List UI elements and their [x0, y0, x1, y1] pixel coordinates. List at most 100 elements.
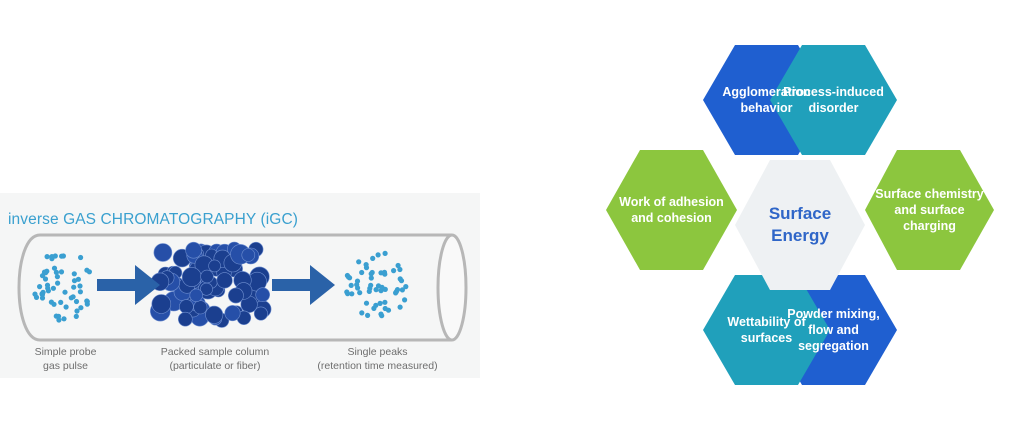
single-peaks-dots [344, 250, 409, 319]
gas-dot [344, 289, 350, 295]
gas-dot [365, 312, 371, 318]
sample-sphere [227, 287, 244, 304]
gas-dot [44, 254, 50, 260]
gas-dot [363, 265, 370, 271]
gas-dot [397, 304, 403, 310]
gas-dot [42, 276, 49, 282]
hex-wettability [703, 275, 830, 385]
gas-dot [58, 299, 64, 305]
probe-gas-dots [32, 253, 92, 323]
gas-dot [59, 253, 65, 259]
column-tube [17, 233, 452, 342]
gas-dot [382, 286, 388, 292]
gas-dot [399, 287, 405, 293]
gas-dot [73, 313, 79, 319]
gas-dot [363, 300, 370, 306]
sample-sphere [241, 248, 256, 262]
gas-dot [382, 299, 388, 305]
gas-dot [391, 268, 397, 274]
gas-dot [50, 285, 57, 291]
gas-dot [394, 287, 401, 293]
gas-dot [385, 307, 392, 313]
caption-probe-pulse: Simple probe gas pulse [34, 346, 97, 372]
gas-dot [397, 266, 403, 273]
sample-sphere [193, 300, 208, 315]
gas-dot [356, 259, 362, 265]
gas-dot [344, 272, 350, 279]
gas-dot [349, 291, 355, 297]
gas-dot [359, 310, 365, 316]
gas-dot [54, 274, 61, 280]
caption-packed-column: Packed sample column (particulate or fib… [160, 346, 270, 372]
sample-sphere [253, 306, 268, 321]
sample-sphere [178, 311, 193, 327]
gas-dot [378, 311, 384, 317]
sample-sphere [200, 269, 214, 284]
arrow-right-icon-1 [97, 265, 160, 305]
hex-process-induced [770, 45, 897, 155]
gas-dot [58, 269, 65, 275]
gas-dot [78, 254, 84, 261]
gas-dot [53, 269, 60, 275]
gas-dot [382, 250, 388, 256]
gas-dot [84, 267, 90, 273]
sample-sphere [255, 287, 271, 302]
gas-dot [40, 289, 46, 295]
sample-sphere [151, 294, 172, 314]
gas-dot [71, 278, 78, 284]
gas-dot [375, 283, 382, 289]
gas-dot [55, 280, 61, 286]
gas-dot [56, 317, 62, 323]
gas-dot [381, 269, 388, 275]
gas-dot [37, 284, 43, 290]
caption-single-peaks: Single peaks (retention time measured) [317, 346, 438, 372]
gas-dot [75, 276, 81, 282]
gas-dot [71, 271, 77, 277]
gas-dot [377, 300, 383, 306]
gas-dot [32, 291, 38, 297]
gas-dot [84, 301, 90, 307]
gas-dot [369, 269, 375, 276]
gas-dot [78, 305, 84, 311]
gas-dot [373, 287, 379, 293]
gas-dot [354, 282, 360, 288]
gas-dot [403, 284, 409, 290]
column-end [436, 233, 468, 342]
gas-dot [375, 252, 381, 258]
gas-dot [52, 253, 58, 259]
gas-dot [367, 285, 373, 291]
gas-dot [62, 289, 68, 295]
gas-dot [370, 255, 376, 261]
gas-dot [373, 302, 379, 308]
gas-dot [74, 308, 80, 314]
gas-dot [397, 276, 403, 282]
gas-dot [395, 262, 401, 269]
gas-dot [71, 284, 77, 290]
gas-dot [68, 295, 74, 301]
sample-sphere [205, 305, 224, 324]
gas-dot [61, 316, 67, 322]
hex-work-of-adhesion [606, 150, 737, 270]
hex-surface-chemistry [865, 150, 994, 270]
gas-dot [77, 289, 83, 295]
gas-dot [77, 283, 83, 289]
sample-sphere [189, 288, 203, 303]
igc-title: inverse GAS CHROMATOGRAPHY (iGC) [8, 211, 298, 228]
sample-sphere [153, 243, 173, 262]
sample-sphere [216, 272, 233, 289]
gas-dot [51, 301, 57, 307]
sample-sphere [185, 241, 202, 259]
gas-dot [348, 282, 354, 288]
gas-dot [41, 269, 48, 275]
igc-diagram [17, 233, 468, 342]
gas-dot [359, 269, 365, 276]
sample-sphere [224, 305, 241, 322]
arrow-right-icon-2 [272, 265, 335, 305]
